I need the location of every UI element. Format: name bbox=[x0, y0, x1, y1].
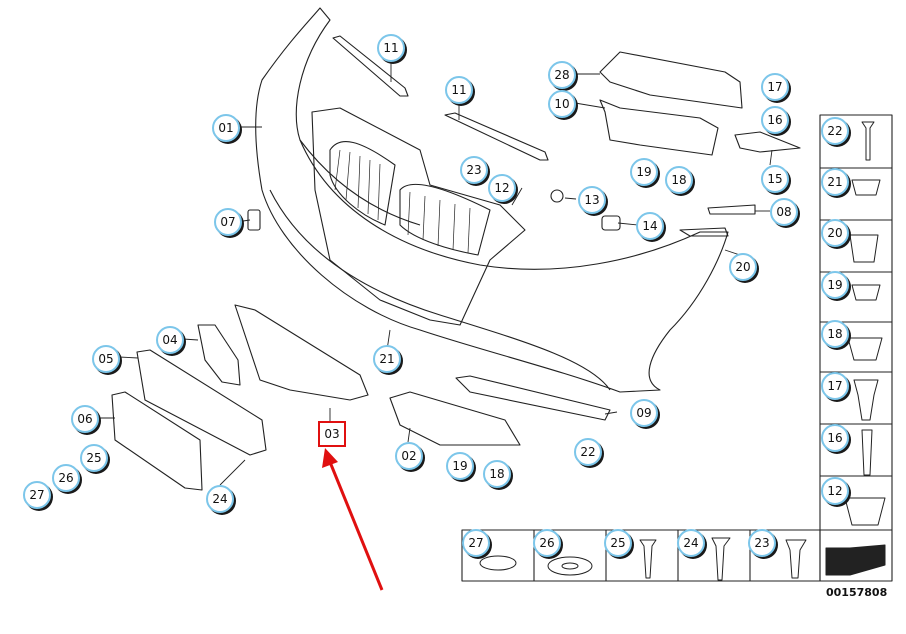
hardware-panel bbox=[819, 114, 893, 582]
highlighted-part-label: 03 bbox=[318, 421, 346, 447]
upper-strip-a bbox=[332, 35, 409, 97]
callout-18: 18 bbox=[821, 320, 849, 348]
callout-20: 20 bbox=[821, 219, 849, 247]
clip-18 bbox=[847, 337, 883, 361]
plate-bracket-05 bbox=[136, 349, 267, 456]
callout-06: 06 bbox=[71, 405, 99, 433]
callout-18: 18 bbox=[665, 166, 693, 194]
kidney-grille-left bbox=[329, 141, 396, 226]
screw-25 bbox=[639, 539, 657, 579]
screw-23 bbox=[785, 539, 807, 579]
callout-17: 17 bbox=[761, 73, 789, 101]
callout-12: 12 bbox=[488, 174, 516, 202]
callout-16: 16 bbox=[821, 424, 849, 452]
callout-25: 25 bbox=[80, 444, 108, 472]
clip-20 bbox=[849, 234, 879, 263]
clip-15 bbox=[734, 131, 801, 153]
trim-09 bbox=[455, 375, 611, 421]
cap-04 bbox=[197, 324, 241, 386]
strip-08 bbox=[707, 204, 756, 215]
callout-11: 11 bbox=[377, 34, 405, 62]
callout-09: 09 bbox=[630, 399, 658, 427]
reference-number: 00157808 bbox=[826, 586, 888, 599]
callout-12: 12 bbox=[821, 477, 849, 505]
callout-10: 10 bbox=[548, 90, 576, 118]
callout-15: 15 bbox=[761, 165, 789, 193]
center-grille-frame bbox=[311, 107, 526, 326]
callout-17: 17 bbox=[821, 372, 849, 400]
clip-13 bbox=[550, 189, 564, 203]
cap-27 bbox=[479, 555, 517, 571]
callout-24: 24 bbox=[206, 485, 234, 513]
lower-grille-03 bbox=[234, 304, 369, 401]
bumper-lower-edge bbox=[269, 189, 611, 391]
arrow-icon bbox=[825, 544, 886, 576]
callout-16: 16 bbox=[761, 106, 789, 134]
pin-16 bbox=[861, 429, 873, 476]
callout-27: 27 bbox=[23, 481, 51, 509]
callout-04: 04 bbox=[156, 326, 184, 354]
nut-21 bbox=[851, 179, 881, 196]
bracket-28 bbox=[599, 51, 743, 109]
callout-21: 21 bbox=[373, 345, 401, 373]
callout-22: 22 bbox=[574, 438, 602, 466]
callout-24: 24 bbox=[677, 529, 705, 557]
clip-14 bbox=[601, 215, 621, 231]
fog-grille-02 bbox=[389, 391, 521, 446]
kidney-grille-right bbox=[399, 183, 491, 256]
callout-13: 13 bbox=[578, 186, 606, 214]
callout-28: 28 bbox=[548, 61, 576, 89]
callout-26: 26 bbox=[533, 529, 561, 557]
callout-25: 25 bbox=[604, 529, 632, 557]
callout-26: 26 bbox=[52, 464, 80, 492]
plate-holder-06 bbox=[111, 391, 203, 491]
callout-08: 08 bbox=[770, 198, 798, 226]
upper-strip-b bbox=[444, 112, 549, 161]
callout-07: 07 bbox=[214, 208, 242, 236]
callout-23: 23 bbox=[748, 529, 776, 557]
callout-20: 20 bbox=[729, 253, 757, 281]
callout-19: 19 bbox=[446, 452, 474, 480]
callout-22: 22 bbox=[821, 117, 849, 145]
screw-24 bbox=[711, 537, 731, 581]
hardware-row bbox=[461, 529, 821, 582]
trim-20 bbox=[679, 227, 729, 237]
callout-14: 14 bbox=[636, 212, 664, 240]
callout-11: 11 bbox=[445, 76, 473, 104]
rivet-22 bbox=[861, 121, 875, 161]
callout-27: 27 bbox=[462, 529, 490, 557]
callout-18: 18 bbox=[483, 460, 511, 488]
callout-23: 23 bbox=[460, 156, 488, 184]
highlight-arrow-line bbox=[328, 461, 384, 591]
clip-12 bbox=[844, 497, 886, 526]
bracket-10 bbox=[599, 99, 719, 156]
callout-19: 19 bbox=[630, 158, 658, 186]
bumper-inner-line bbox=[299, 139, 421, 226]
callout-05: 05 bbox=[92, 345, 120, 373]
callout-21: 21 bbox=[821, 168, 849, 196]
grommet-26 bbox=[547, 556, 593, 576]
highlight-arrow-head bbox=[322, 448, 338, 468]
screw-17 bbox=[853, 379, 879, 421]
callout-01: 01 bbox=[212, 114, 240, 142]
callout-02: 02 bbox=[395, 442, 423, 470]
bumper-cover-outline bbox=[255, 7, 729, 393]
screw-19 bbox=[851, 284, 881, 301]
callout-19: 19 bbox=[821, 271, 849, 299]
